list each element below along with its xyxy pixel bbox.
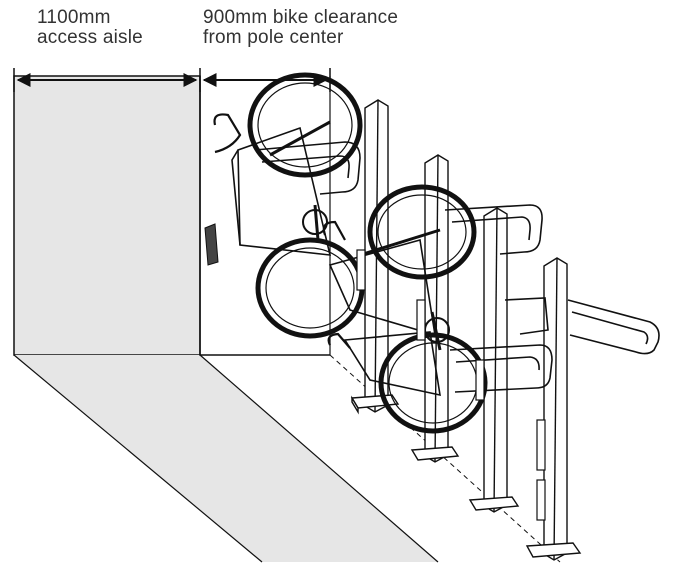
clearance-dimension-label: 900mm bike clearance from pole center xyxy=(203,8,398,48)
clearance-dimension-caption: from pole center xyxy=(203,27,344,48)
wheel-holder xyxy=(254,141,361,195)
wheel-holder xyxy=(449,344,553,393)
aisle-dimension-caption: access aisle xyxy=(37,27,143,48)
bike xyxy=(204,72,365,339)
aisle-dimension-label: 1100mm access aisle xyxy=(37,8,143,48)
wheel-holder xyxy=(504,297,660,355)
pole-clamp xyxy=(356,249,546,521)
bike xyxy=(327,311,488,434)
aisle-dimension-arrow-icon xyxy=(13,68,201,92)
clearance-dimension-value: 900mm bike clearance xyxy=(203,7,399,28)
rack-pole xyxy=(525,257,582,561)
wheel-holder xyxy=(444,204,543,255)
access-aisle-zone xyxy=(13,75,439,563)
aisle-dimension-value: 1100mm xyxy=(37,7,111,28)
